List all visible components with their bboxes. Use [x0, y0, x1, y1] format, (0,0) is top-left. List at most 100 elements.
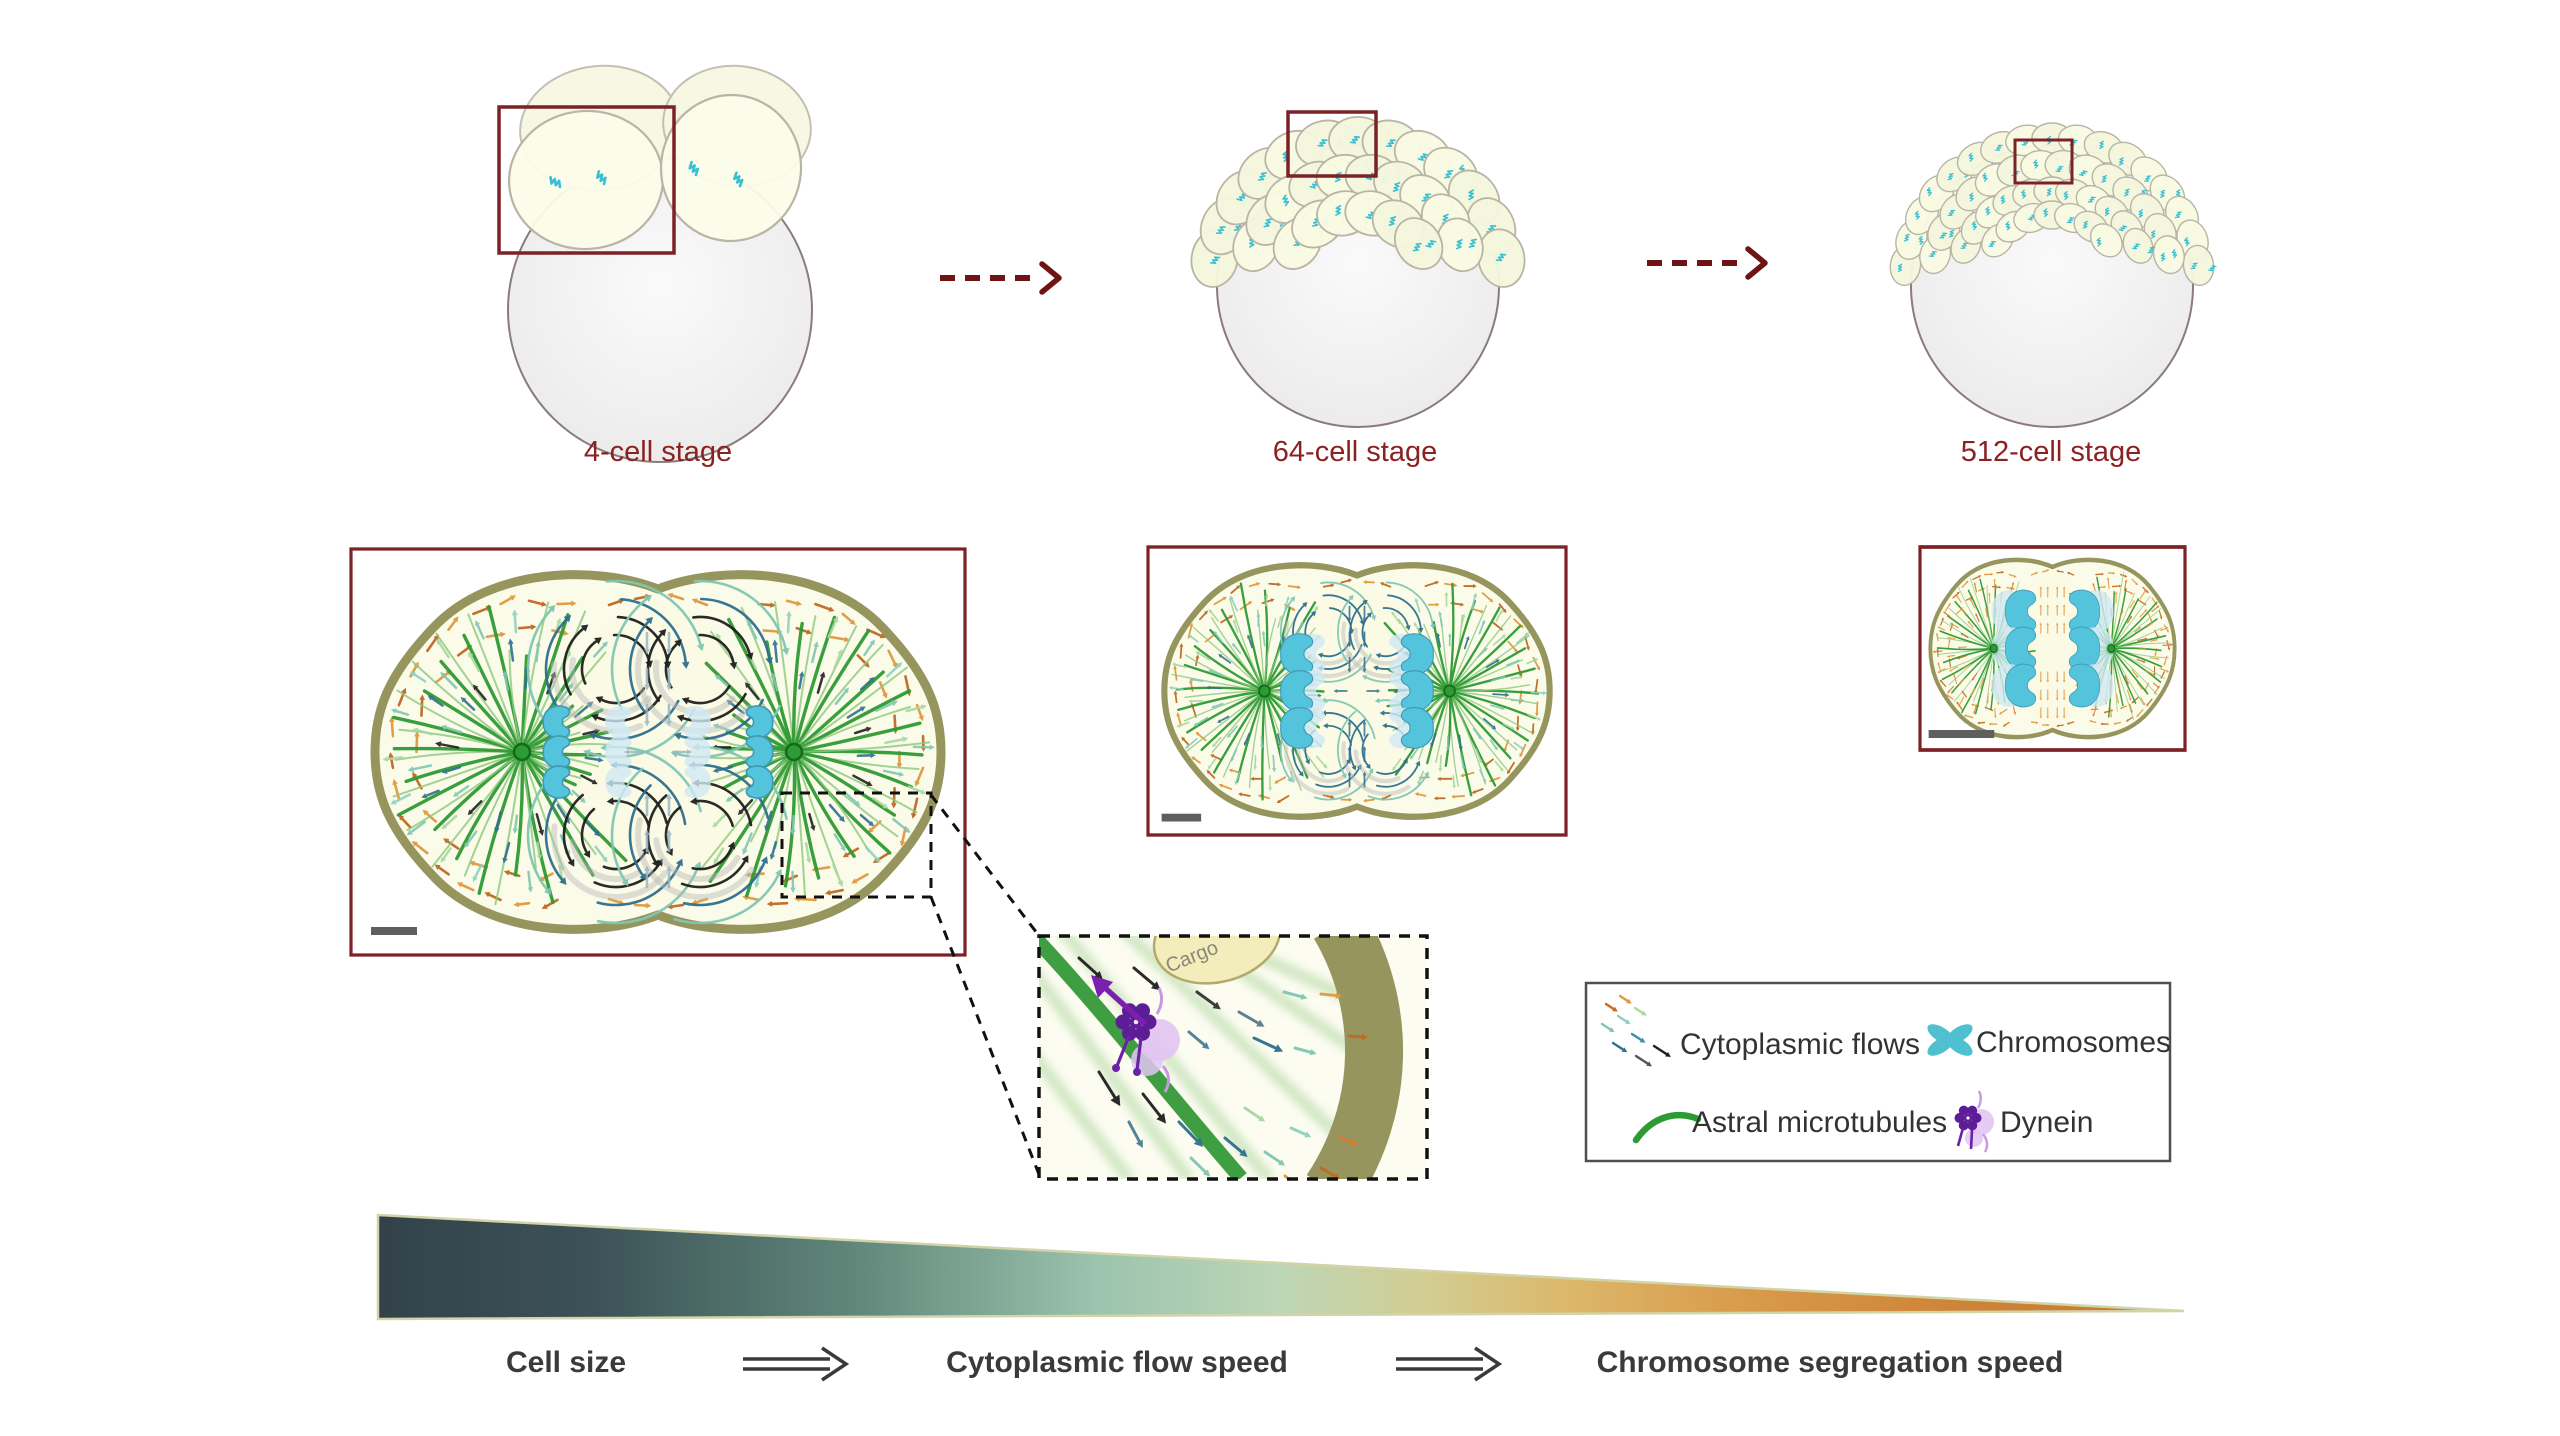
flow-arrow — [1492, 692, 1510, 698]
flow-arrow — [882, 769, 905, 777]
flow-arrow — [412, 727, 433, 736]
flow-arrow — [1937, 626, 1946, 631]
flow-arc-arrow — [583, 708, 696, 759]
flow-arrow — [1132, 966, 1161, 991]
flow-arc-arrow — [628, 784, 652, 881]
astral-microtubule — [793, 615, 817, 753]
flow-arrow — [1502, 723, 1515, 730]
flow-arrow — [441, 814, 458, 830]
flow-arrow — [447, 616, 459, 631]
flow-arrow — [456, 882, 475, 892]
flow-arrow — [1414, 792, 1427, 797]
chromosome-squiggle — [2118, 157, 2124, 166]
flow-arrow — [769, 840, 778, 860]
chromosome-squiggle — [2175, 189, 2181, 198]
flow-arrow — [1524, 636, 1530, 651]
astral-microtubule — [1177, 689, 1266, 712]
flow-arrow — [527, 870, 534, 893]
flow-arrow — [2127, 615, 2133, 624]
flow-arrow — [467, 800, 483, 816]
flow-arrow — [2066, 571, 2075, 576]
astral-microtubule — [462, 633, 524, 754]
flow-arc-arrow — [605, 579, 705, 652]
astral-microtubule — [1213, 689, 1266, 774]
chromosome-squiggle — [2190, 262, 2198, 270]
chromosome-squiggle — [1903, 233, 1910, 242]
chromosome-squiggle — [2021, 189, 2027, 199]
flow-arrow — [1322, 794, 1335, 799]
flow-arrow — [1479, 769, 1487, 784]
chromosome-squiggle — [1215, 226, 1226, 234]
flow-arrow — [1611, 1041, 1628, 1053]
chromosome-squiggle — [1897, 263, 1903, 273]
flow-arrow — [1211, 702, 1224, 709]
chromosome-squiggle — [1417, 153, 1429, 161]
flow-arrow — [1362, 746, 1367, 763]
flow-arrow — [1289, 770, 1295, 784]
flow-arrow — [2145, 622, 2154, 629]
chromosome-squiggle — [1947, 172, 1954, 181]
flow-arc-arrow — [526, 604, 556, 725]
flow-arrow — [2114, 591, 2118, 604]
astral-microtubule — [1435, 690, 1451, 763]
flow-arrow — [1949, 666, 1958, 672]
chromosome-squiggle — [1948, 229, 1955, 238]
flow-arrow — [1362, 720, 1367, 737]
flow-arrow — [2062, 586, 2066, 598]
chromosome-squiggle — [1495, 253, 1507, 262]
scale-bar — [1928, 730, 1995, 738]
chromosome-squiggle — [2118, 225, 2128, 232]
astral-microtubule — [1448, 605, 1488, 692]
flow-arrow — [2138, 647, 2147, 651]
flow-arrow — [1983, 572, 1994, 576]
flow-arrow — [1471, 592, 1478, 611]
flow-arrow — [885, 662, 903, 678]
flow-arrow — [2056, 622, 2059, 634]
flow-arrow — [814, 602, 835, 612]
flow-arrow — [1272, 754, 1277, 773]
astral-microtubule — [2110, 595, 2151, 649]
flow-arrow — [2056, 671, 2059, 683]
flow-arrow — [580, 774, 598, 785]
flow-arrow — [1483, 717, 1497, 730]
flow-arc-arrow — [593, 858, 663, 889]
flow-arc-arrow — [1376, 758, 1408, 775]
centrosome — [784, 742, 804, 762]
flow-arrow — [1127, 1120, 1143, 1149]
flow-arrow — [842, 790, 861, 807]
astral-microtubule — [520, 613, 570, 754]
chromosome — [2005, 626, 2037, 671]
flow-arrow — [1206, 769, 1216, 779]
flow-arrow — [1340, 578, 1353, 584]
flow-arrow — [1366, 688, 1381, 694]
flow-arrow — [644, 631, 650, 655]
flow-arrow — [2046, 689, 2049, 701]
flow-arrow — [1218, 654, 1232, 664]
astral-microtubule — [521, 651, 607, 753]
flow-arrow — [1980, 677, 1985, 690]
flow-arrow — [2046, 586, 2049, 598]
astral-microtubule — [1940, 648, 1995, 672]
flow-arc-arrow — [1386, 594, 1424, 633]
astral-microtubule — [508, 649, 523, 753]
flow-arrow — [1947, 636, 1956, 640]
flow-arrow — [452, 785, 470, 797]
flow-arrow — [1447, 632, 1452, 647]
chromosome-squiggle — [1444, 169, 1454, 179]
flow-arrow — [1937, 668, 1946, 674]
chromosome-squiggle — [2144, 175, 2152, 182]
flow-arrow — [1417, 770, 1424, 786]
chromosome-squiggle — [1248, 236, 1255, 248]
astral-microtubule — [467, 613, 523, 753]
flow-arrow — [726, 699, 745, 715]
astral-microtubule — [1936, 647, 1995, 651]
flow-arc-arrow — [1367, 771, 1429, 801]
astral-microtubule — [1184, 654, 1266, 692]
flow-arrow — [1506, 659, 1521, 667]
flow-arc-arrow — [1337, 710, 1357, 779]
flow-arrow — [1168, 685, 1184, 691]
flow-arrow — [1952, 591, 1960, 599]
flow-arrow — [1261, 630, 1266, 647]
astral-microtubule — [793, 643, 884, 753]
flow-arrow — [2166, 639, 2171, 651]
